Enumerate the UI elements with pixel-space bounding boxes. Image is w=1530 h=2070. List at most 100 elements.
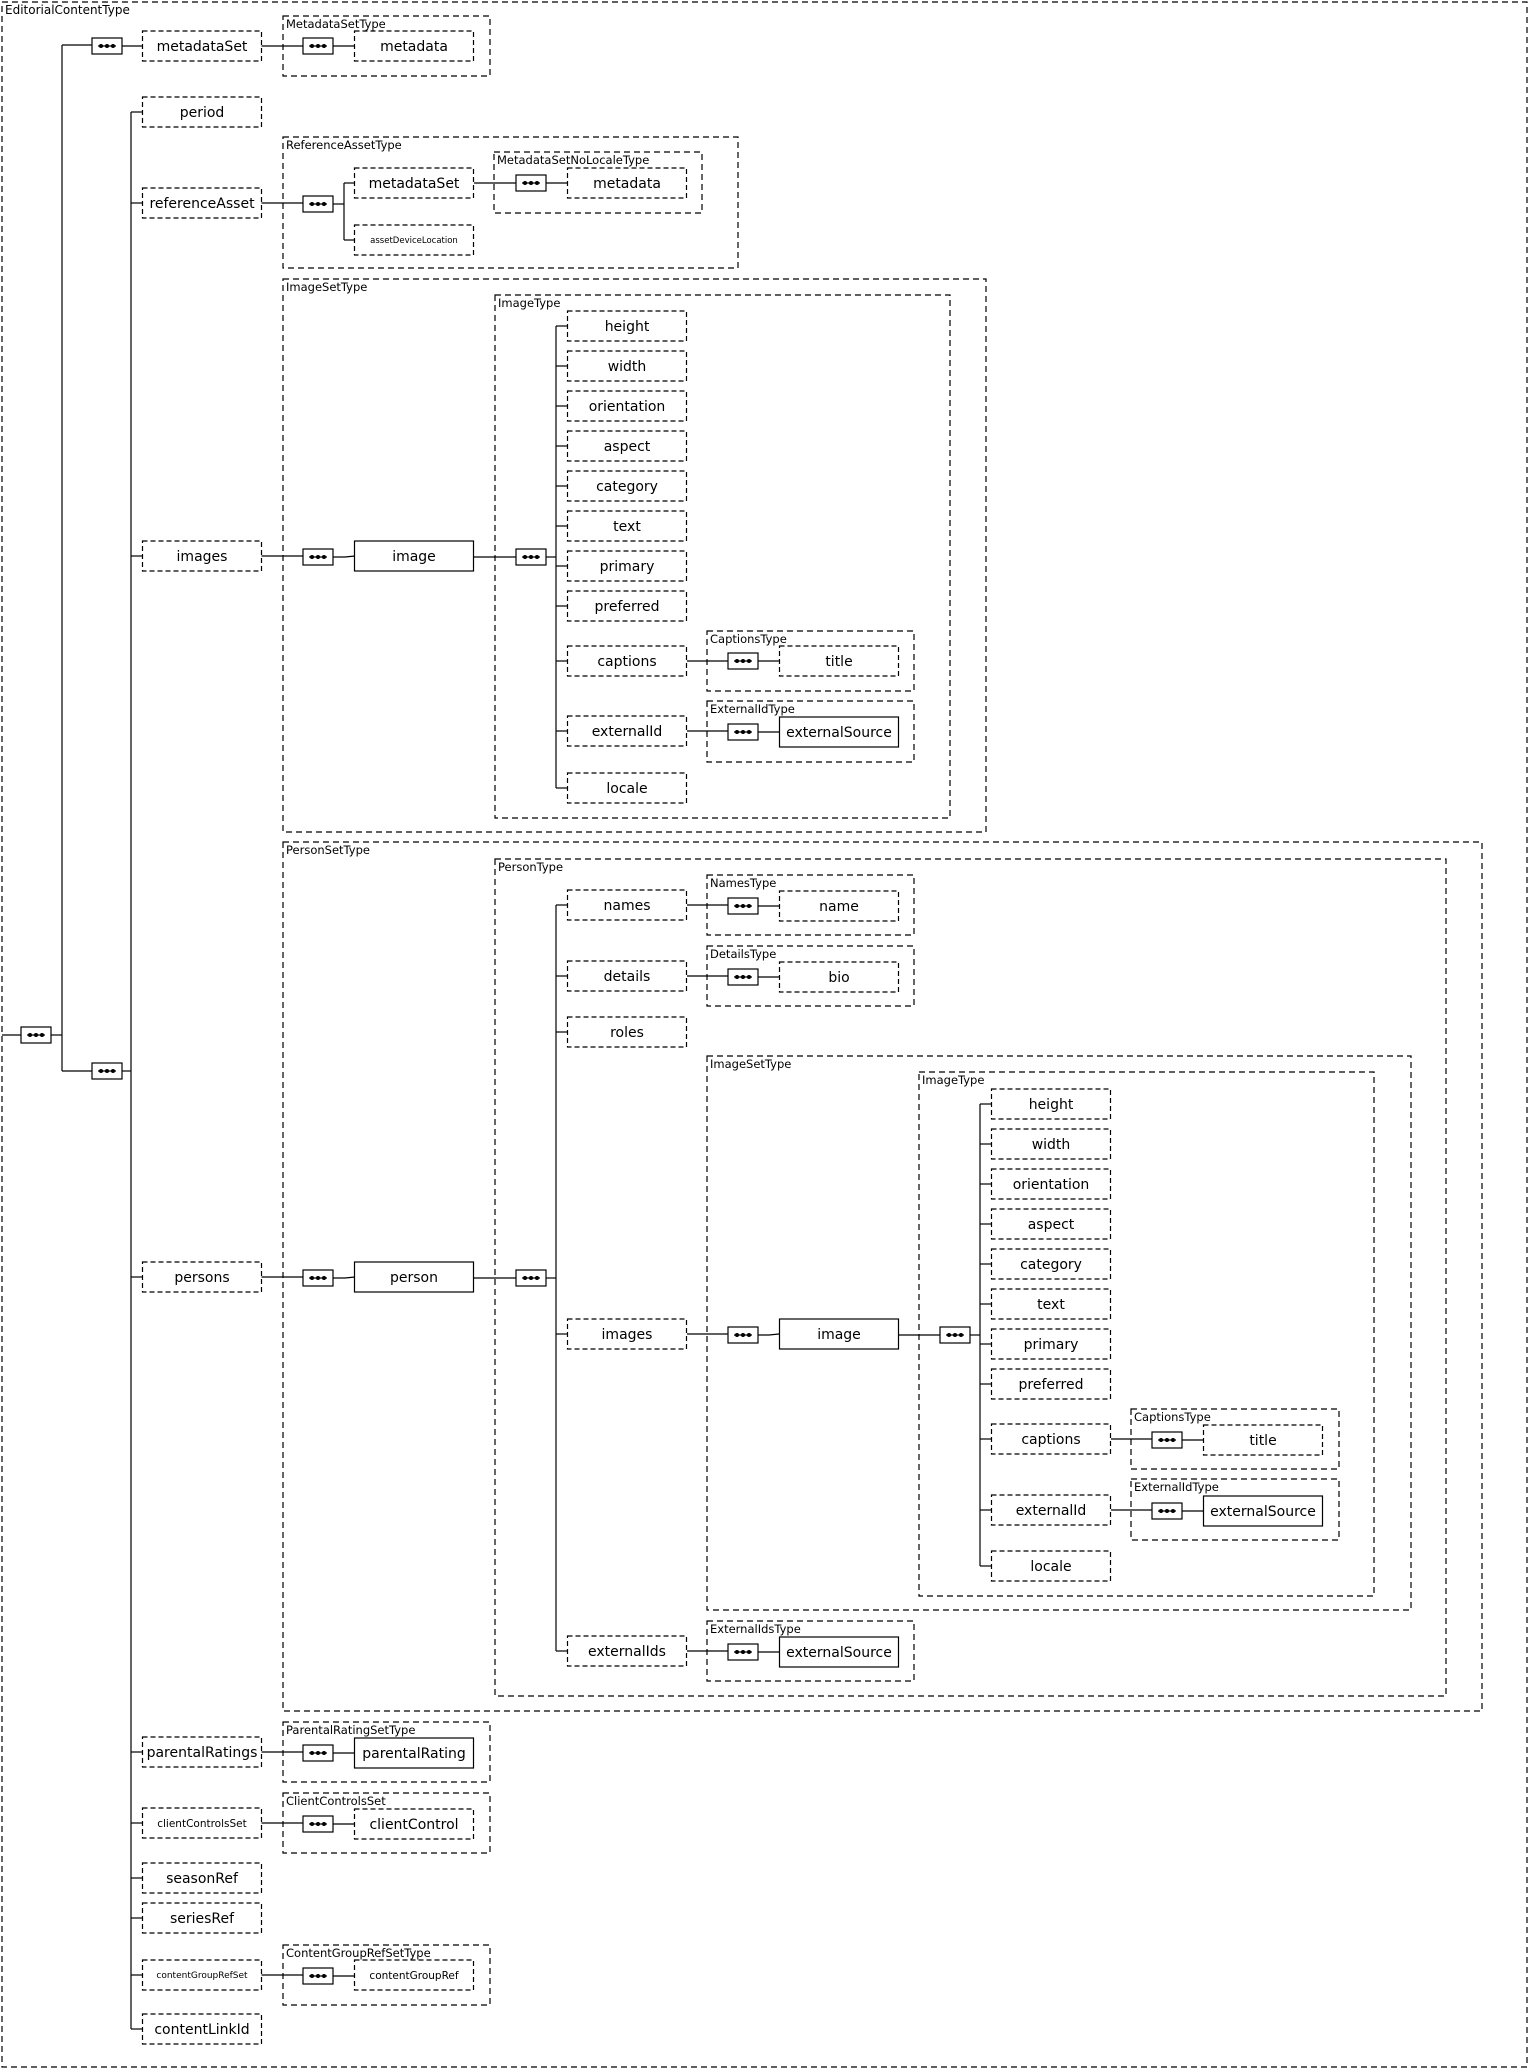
element-box-preferred[interactable]	[566, 590, 688, 622]
element-box-parental-rating[interactable]	[353, 1737, 475, 1769]
element-label-aspect: aspect	[604, 439, 651, 455]
element-box-width[interactable]	[990, 1128, 1112, 1160]
element-box-orientation[interactable]	[566, 390, 688, 422]
sequence-compositor-icon[interactable]	[727, 652, 759, 670]
sequence-compositor-icon[interactable]	[1151, 1431, 1183, 1449]
element-box-image[interactable]	[778, 1318, 900, 1350]
element-box-category[interactable]	[566, 470, 688, 502]
sequence-compositor-icon[interactable]	[727, 968, 759, 986]
sequence-compositor-icon[interactable]	[302, 548, 334, 566]
element-box-reference-asset[interactable]	[141, 187, 263, 219]
element-box-captions[interactable]	[566, 645, 688, 677]
element-box-metadata-set[interactable]	[353, 167, 475, 199]
sequence-compositor-icon[interactable]	[727, 1326, 759, 1344]
element-box-height[interactable]	[990, 1088, 1112, 1120]
sequence-compositor-icon[interactable]	[302, 195, 334, 213]
type-label-client-controls-set: ClientControlsSet	[286, 1794, 386, 1808]
element-box-external-ids[interactable]	[566, 1635, 688, 1667]
element-box-images[interactable]	[141, 540, 263, 572]
element-label-bio: bio	[828, 970, 849, 986]
sequence-compositor-icon[interactable]	[302, 1815, 334, 1833]
element-box-name[interactable]	[778, 890, 900, 922]
element-box-external-id[interactable]	[566, 715, 688, 747]
type-frame-person-type	[494, 858, 1447, 1697]
sequence-compositor-icon[interactable]	[515, 548, 547, 566]
element-box-title[interactable]	[778, 645, 900, 677]
element-box-bio[interactable]	[778, 961, 900, 993]
element-box-metadata[interactable]	[566, 167, 688, 199]
sequence-compositor-icon[interactable]	[91, 1062, 123, 1080]
sequence-compositor-icon[interactable]	[727, 897, 759, 915]
element-box-persons[interactable]	[141, 1261, 263, 1293]
element-box-external-source[interactable]	[1202, 1495, 1324, 1527]
element-label-primary: primary	[1024, 1337, 1079, 1353]
element-box-aspect[interactable]	[566, 430, 688, 462]
element-box-external-id[interactable]	[990, 1494, 1112, 1526]
element-box-locale[interactable]	[566, 772, 688, 804]
element-label-client-controls-set: clientControlsSet	[157, 1818, 247, 1830]
sequence-compositor-icon[interactable]	[302, 1967, 334, 1985]
element-label-external-source: externalSource	[786, 725, 892, 741]
sequence-compositor-icon[interactable]	[91, 37, 123, 55]
sequence-compositor-icon[interactable]	[515, 1269, 547, 1287]
element-box-images[interactable]	[566, 1318, 688, 1350]
sequence-compositor-icon[interactable]	[20, 1026, 52, 1044]
element-box-captions[interactable]	[990, 1423, 1112, 1455]
element-box-title[interactable]	[1202, 1424, 1324, 1456]
element-box-names[interactable]	[566, 889, 688, 921]
element-label-height: height	[605, 319, 650, 335]
element-label-aspect: aspect	[1028, 1217, 1075, 1233]
element-label-content-group-ref-set: contentGroupRefSet	[156, 1971, 248, 1981]
element-box-image[interactable]	[353, 540, 475, 572]
element-box-content-link-id[interactable]	[141, 2013, 263, 2045]
element-box-details[interactable]	[566, 960, 688, 992]
element-box-client-controls-set[interactable]	[141, 1807, 263, 1839]
element-box-text[interactable]	[990, 1288, 1112, 1320]
element-box-metadata[interactable]	[353, 30, 475, 62]
element-box-period[interactable]	[141, 96, 263, 128]
element-box-aspect[interactable]	[990, 1208, 1112, 1240]
element-label-parental-rating: parentalRating	[362, 1746, 466, 1762]
sequence-compositor-icon[interactable]	[515, 174, 547, 192]
type-frame-person-set-type	[282, 841, 1483, 1712]
element-label-metadata-set: metadataSet	[369, 176, 460, 192]
element-label-images: images	[602, 1327, 653, 1343]
sequence-compositor-icon[interactable]	[939, 1326, 971, 1344]
element-label-external-id: externalId	[592, 724, 663, 740]
element-box-height[interactable]	[566, 310, 688, 342]
element-box-series-ref[interactable]	[141, 1902, 263, 1934]
type-label-editorial-content-type: EditorialContentType	[5, 3, 130, 17]
sequence-compositor-icon[interactable]	[1151, 1502, 1183, 1520]
element-box-content-group-ref[interactable]	[353, 1959, 475, 1991]
sequence-compositor-icon[interactable]	[302, 1744, 334, 1762]
element-box-metadata-set[interactable]	[141, 30, 263, 62]
connector-lines	[2, 44, 1203, 2030]
element-box-orientation[interactable]	[990, 1168, 1112, 1200]
element-box-person[interactable]	[353, 1261, 475, 1293]
element-box-primary[interactable]	[990, 1328, 1112, 1360]
element-box-external-source[interactable]	[778, 716, 900, 748]
element-label-parental-ratings: parentalRatings	[147, 1745, 258, 1761]
element-box-content-group-ref-set[interactable]	[141, 1959, 263, 1991]
element-box-width[interactable]	[566, 350, 688, 382]
type-label-image-set-type: ImageSetType	[286, 280, 367, 294]
element-box-parental-ratings[interactable]	[141, 1736, 263, 1768]
sequence-compositor-icon[interactable]	[727, 1643, 759, 1661]
element-box-external-source[interactable]	[778, 1636, 900, 1668]
element-box-preferred[interactable]	[990, 1368, 1112, 1400]
element-label-captions: captions	[597, 654, 656, 670]
type-label-person-type: PersonType	[498, 860, 563, 874]
element-box-asset-device-location[interactable]	[353, 224, 475, 256]
element-box-season-ref[interactable]	[141, 1862, 263, 1894]
sequence-compositor-icon[interactable]	[727, 723, 759, 741]
element-box-roles[interactable]	[566, 1016, 688, 1048]
sequence-compositor-icon[interactable]	[302, 37, 334, 55]
element-box-category[interactable]	[990, 1248, 1112, 1280]
type-label-image-type: ImageType	[922, 1073, 984, 1087]
element-box-primary[interactable]	[566, 550, 688, 582]
sequence-compositor-icon[interactable]	[302, 1269, 334, 1287]
element-box-text[interactable]	[566, 510, 688, 542]
element-box-locale[interactable]	[990, 1550, 1112, 1582]
element-box-client-control[interactable]	[353, 1808, 475, 1840]
